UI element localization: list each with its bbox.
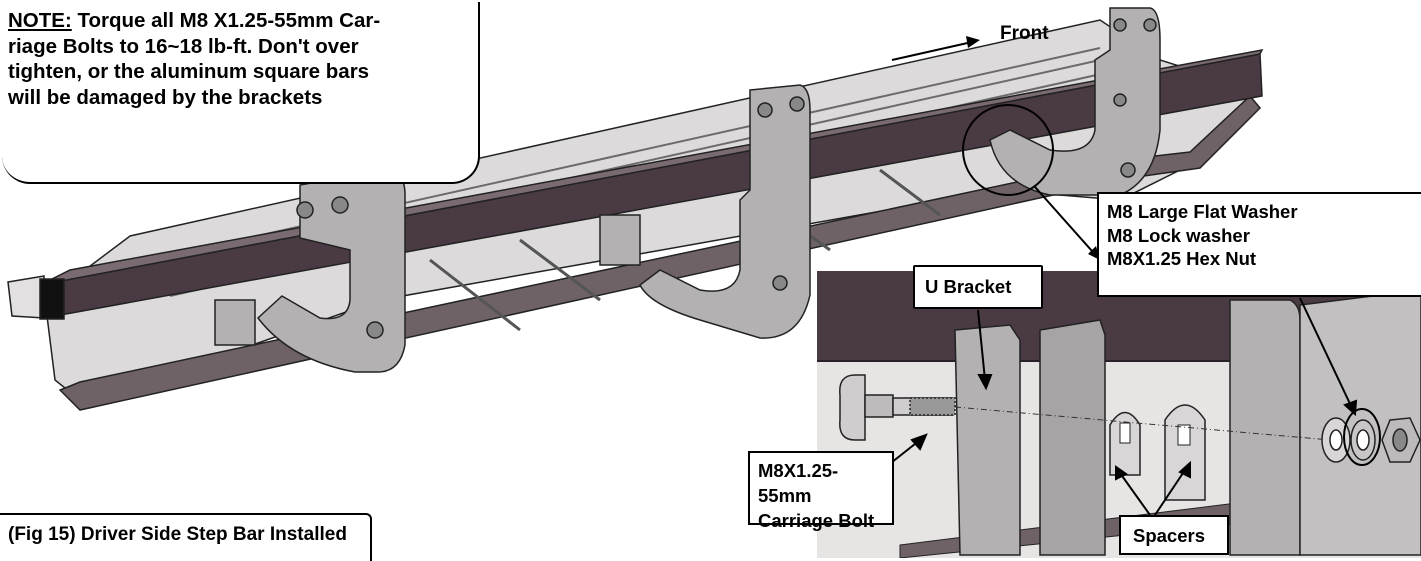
note-callout: NOTE: Torque all M8 X1.25-55mm Car- riag… bbox=[2, 2, 480, 184]
washer-line-3: M8X1.25 Hex Nut bbox=[1107, 248, 1257, 270]
washer-line-1: M8 Large Flat Washer bbox=[1107, 201, 1298, 222]
u-bracket-callout: U Bracket bbox=[913, 265, 1043, 309]
bolt-line-1: M8X1.25-55mm bbox=[758, 460, 839, 506]
detail-spacer-2 bbox=[1164, 404, 1206, 501]
detail-leader bbox=[1034, 186, 1101, 261]
exploded-detail bbox=[817, 271, 1421, 558]
bracket-middle bbox=[599, 84, 811, 339]
detail-u-bracket bbox=[954, 324, 1021, 556]
note-line-1: Torque all M8 X1.25-55mm Car- bbox=[77, 9, 381, 32]
spacers-callout: Spacers bbox=[1119, 515, 1229, 555]
washer-line-2: M8 Lock washer bbox=[1107, 224, 1250, 246]
detail-washers-nut bbox=[1321, 417, 1421, 463]
bolt-line-2: Carriage Bolt bbox=[758, 509, 875, 531]
note-line-2: riage Bolts to 16~18 lb-ft. Don't over bbox=[8, 34, 359, 58]
note-line-3: tighten, or the aluminum square bars bbox=[8, 60, 370, 84]
front-label: Front bbox=[1000, 23, 1049, 44]
note-line-4: will be damaged by the brackets bbox=[8, 85, 323, 109]
end-cap-black bbox=[39, 278, 65, 320]
front-arrow-head bbox=[966, 36, 980, 48]
note-label: NOTE: bbox=[8, 9, 72, 32]
detail-carriage-bolt bbox=[839, 374, 956, 441]
end-cap bbox=[7, 275, 45, 319]
bracket-right bbox=[989, 7, 1161, 196]
front-arrow bbox=[891, 41, 973, 61]
detail-leaders bbox=[881, 297, 1381, 516]
detail-circle bbox=[962, 104, 1054, 196]
washer-callout: M8 Large Flat Washer M8 Lock washer M8X1… bbox=[1097, 192, 1421, 297]
detail-spacer-1 bbox=[1109, 411, 1141, 476]
detail-right-bracket bbox=[1229, 299, 1301, 556]
figure-caption: (Fig 15) Driver Side Step Bar Installed bbox=[0, 513, 372, 561]
detail-axis-line bbox=[954, 406, 1331, 441]
bracket-left bbox=[214, 169, 406, 373]
carriage-bolt-callout: M8X1.25-55mm Carriage Bolt bbox=[748, 451, 894, 531]
